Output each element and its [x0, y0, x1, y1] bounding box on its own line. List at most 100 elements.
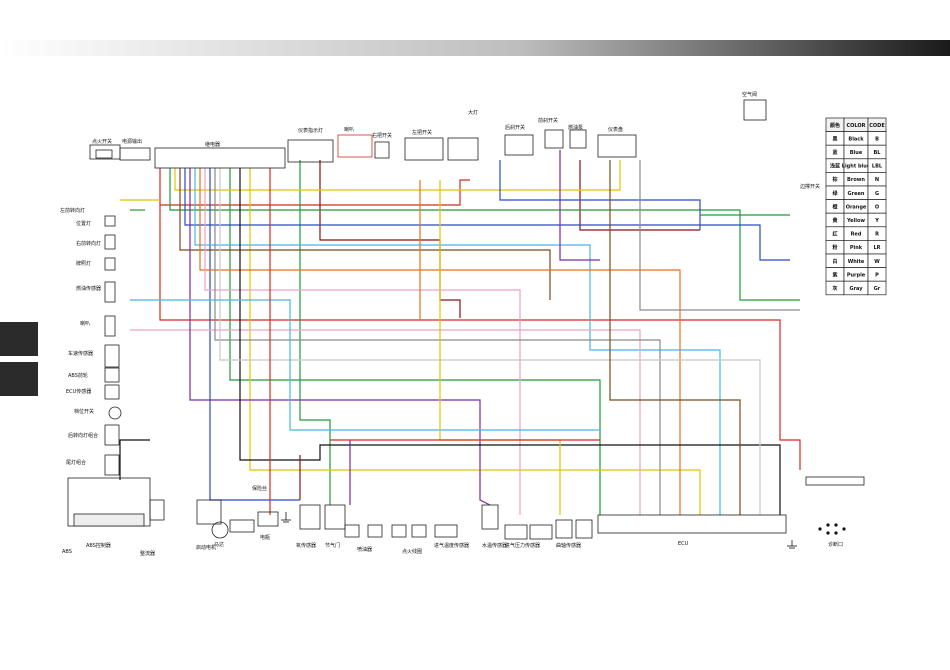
left-label-pos_light: 位置灯: [76, 220, 91, 227]
header-banner: [0, 40, 950, 56]
wire: [189, 168, 491, 506]
horn-box: [337, 134, 373, 158]
legend-text: N: [875, 177, 879, 183]
top-label-rear_brake: 后刹开关: [505, 124, 525, 131]
top-label-instrument_panel: 仪表指示灯: [298, 127, 323, 134]
wire: [239, 168, 781, 515]
top-label-air_valve: 空气阀: [742, 91, 757, 98]
wire-layer: [119, 150, 801, 515]
top-label-instrument: 仪表盘: [608, 126, 623, 133]
top-components: [89, 99, 767, 169]
top-label-ignition_switch: 点火开关: [92, 138, 112, 145]
legend-text: R: [875, 232, 879, 238]
legend-text: 粉: [832, 244, 838, 251]
wire: [119, 439, 150, 480]
wire: [579, 160, 700, 231]
obd-pins: [818, 523, 846, 535]
left-label-rear_turn: 后转向灯组合: [68, 432, 98, 439]
bottom-label-throttle: 节气门: [325, 542, 340, 549]
top-label-front_brake: 前刹开关: [538, 117, 558, 124]
relay-box: [154, 147, 286, 169]
bottom-label-intake_temp: 进气温度传感器: [434, 542, 469, 549]
legend-text: Yellow: [846, 218, 865, 224]
bottom-label-injector: 喷油器: [357, 546, 372, 553]
legend-text: Y: [874, 218, 879, 224]
bottom-label-ecu: ECU: [678, 541, 689, 547]
side-tab-2[interactable]: [0, 362, 38, 396]
legend-text: 橙: [832, 203, 838, 210]
legend-text: Gray: [849, 286, 863, 292]
top-label-left_switch: 左把开关: [412, 129, 432, 136]
legend-text: 绿: [832, 190, 838, 197]
legend-text: Orange: [846, 204, 867, 210]
wire: [209, 168, 300, 501]
legend-text: 红: [832, 231, 837, 238]
side-tab-1[interactable]: [0, 322, 38, 356]
wire: [229, 168, 601, 515]
wire: [130, 299, 600, 431]
label-layer: 点火开关 电源输出 继电器 仪表指示灯 喇叭 右把开关 左把开关 大灯 后刹开关…: [60, 91, 843, 557]
left-label-right_turn: 右前转向灯: [76, 240, 101, 247]
wire: [179, 168, 551, 300]
wire: [214, 168, 661, 515]
left-label-license: 牌照灯: [76, 260, 91, 267]
horn-box-2: [374, 141, 390, 159]
legend-text: Light blue: [842, 164, 871, 170]
wire: [609, 160, 741, 515]
wire: [319, 160, 461, 318]
bottom-label-water_temp: 水温传感器: [482, 542, 507, 549]
wire: [204, 168, 521, 515]
left-switch-box: [447, 137, 479, 161]
top-label-side_stand: 边撑开关: [800, 183, 820, 190]
wire: [559, 150, 600, 261]
legend-text: G: [875, 191, 879, 197]
bottom-label-abs: ABS: [62, 549, 72, 555]
bottom-label-fuse: 保险丝: [252, 485, 267, 492]
bottom-label-start: 启动电机: [196, 544, 216, 551]
legend-text: 黄: [832, 217, 837, 224]
front-brake-box: [569, 129, 587, 149]
left-components: [104, 215, 122, 476]
air-valve-box: [743, 99, 767, 121]
legend-text: Blue: [850, 150, 863, 156]
wire: [219, 168, 761, 515]
wire: [174, 160, 621, 191]
top-label-right_switch: 右把开关: [372, 132, 392, 139]
legend-text: COLOR: [846, 123, 865, 129]
left-label-ecu_sensor: ECU传感器: [66, 388, 91, 395]
bottom-label-crank: 曲轴传感器: [556, 542, 581, 549]
top-label-headlight: 大灯: [468, 109, 478, 116]
legend-text: CODE: [869, 123, 885, 129]
left-label-horn2: 喇叭: [80, 320, 90, 327]
legend-text: LBL: [872, 164, 883, 170]
wire: [159, 205, 801, 470]
wire: [439, 180, 561, 515]
left-label-fuel_sensor: 燃油传感器: [76, 285, 101, 292]
legend-text: 灰: [832, 285, 837, 292]
rear-brake-box: [544, 129, 564, 149]
legend-text: BL: [874, 150, 882, 156]
legend-text: B: [875, 136, 879, 142]
wire: [499, 160, 701, 230]
left-label-speed_sensor: 车速传感器: [68, 350, 93, 357]
top-label-power_output: 电源输出: [122, 138, 142, 145]
left-label-abs_front: ABS前轮: [68, 372, 88, 379]
headlight-box: [504, 134, 534, 156]
legend-text: Purple: [847, 272, 866, 278]
power-output-box: [119, 147, 151, 161]
bottom-label-abs_module: ABS控制器: [86, 542, 111, 549]
bottom-label-reg: 整流器: [140, 550, 155, 557]
bottom-label-intake_pressure: 进气压力传感器: [505, 542, 540, 549]
left-label-left_turn: 左前转向灯: [60, 207, 85, 214]
legend-text: 白: [832, 258, 837, 265]
legend-text: Green: [848, 191, 865, 197]
legend-text: 颜色: [830, 122, 840, 129]
fuel-pump-box: [597, 134, 637, 158]
ground-symbols: [281, 512, 797, 549]
wire: [169, 168, 800, 301]
wire: [159, 168, 470, 206]
bottom-label-battery: 电瓶: [260, 534, 270, 541]
left-label-gear: 档位开关: [74, 408, 94, 415]
instrument-box: [287, 139, 334, 163]
